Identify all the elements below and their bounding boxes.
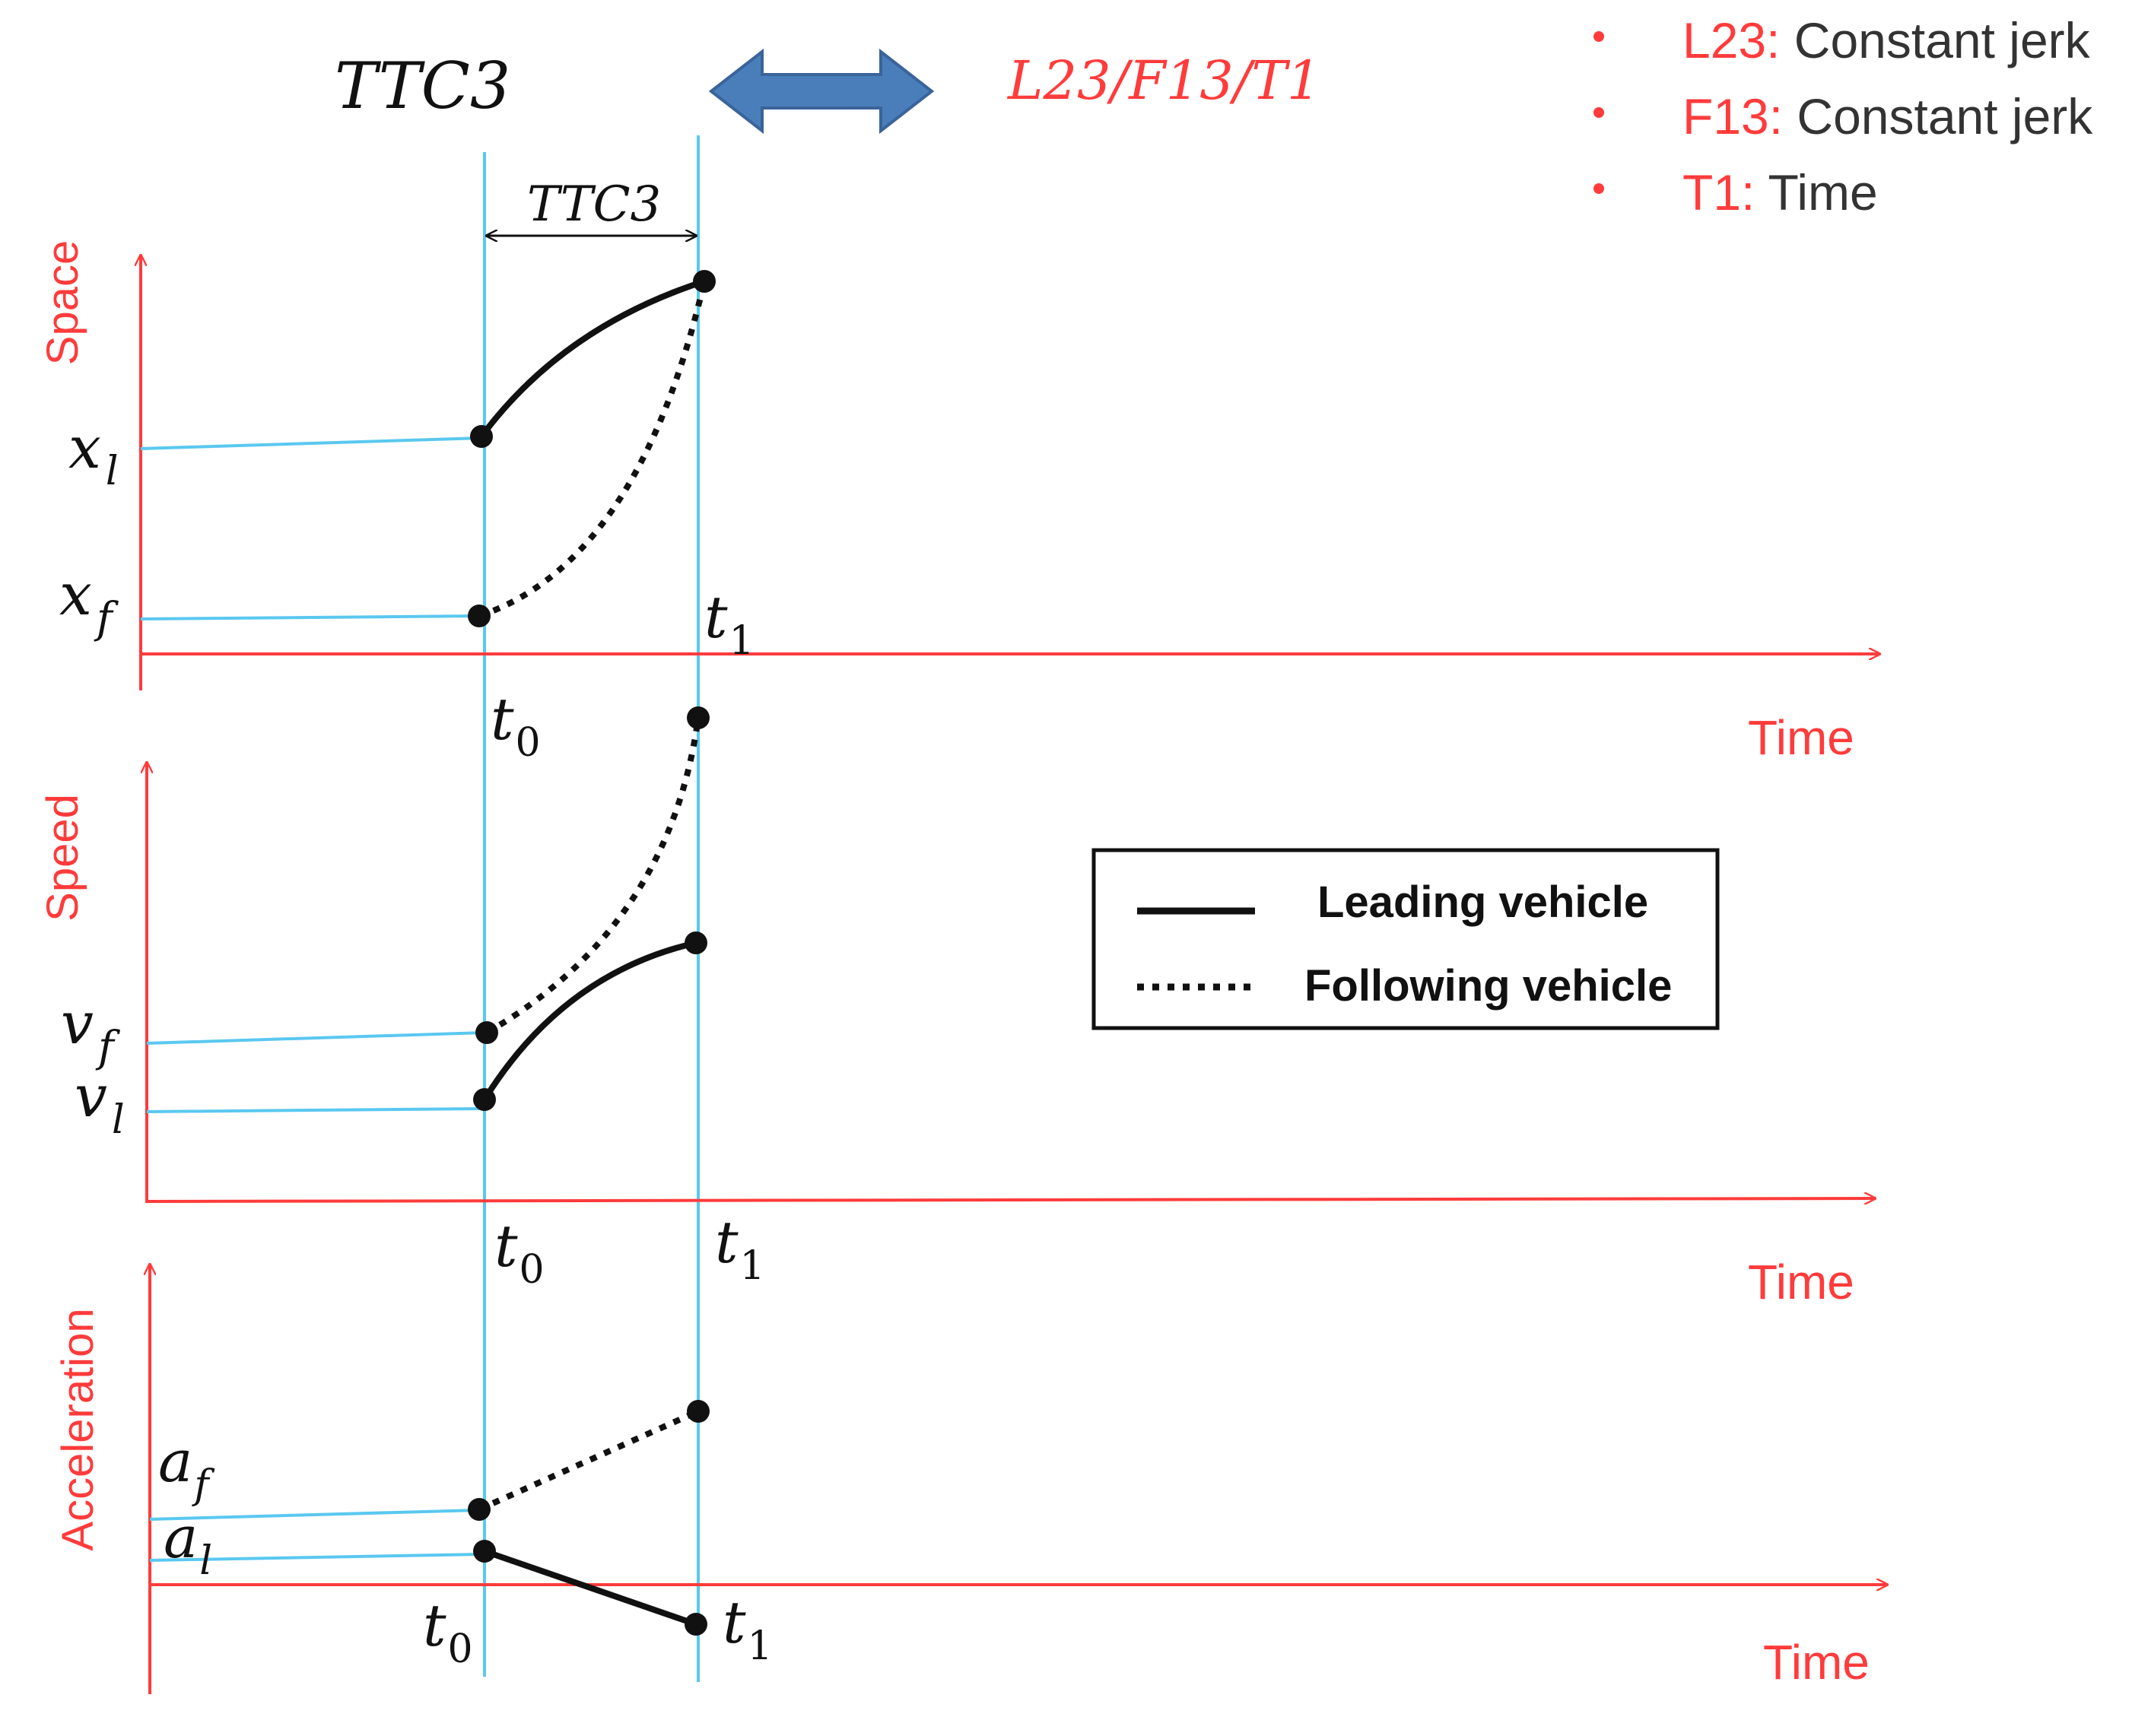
t1-sub: 1 [729, 618, 755, 664]
af-guide [149, 1509, 478, 1521]
xf-guide [140, 614, 478, 620]
note-item: L23: Constant jerk [1682, 12, 2091, 68]
note-sep: : [1769, 88, 1783, 144]
xl-sub: l [106, 449, 119, 494]
accel-leading-start-point [473, 1540, 496, 1563]
speed-following-end-point [687, 706, 710, 729]
note-item: T1: Time [1682, 164, 1878, 221]
t0-sub: 0 [516, 720, 541, 766]
note-sep: : [1741, 164, 1755, 221]
accel-following-end-point [687, 1400, 710, 1423]
bullet-icon [1593, 107, 1604, 118]
t0-base: t [491, 685, 514, 753]
xf-base: x [59, 560, 92, 628]
t1-sub: 1 [740, 1243, 765, 1289]
t0-base: t [494, 1212, 518, 1280]
space-leading-end-point [693, 270, 716, 293]
speed-leading-end-point [685, 931, 707, 954]
space-leading-start-point [470, 425, 493, 448]
speed-leading-curve [481, 940, 697, 1102]
note-text: Constant jerk [1783, 88, 2093, 144]
ttc3-interval-label: TTC3 [527, 176, 661, 233]
speed-axis-label: Speed [38, 794, 87, 922]
legend-leading-label: Leading vehicle [1317, 878, 1648, 927]
xl-guide [140, 436, 482, 450]
t1-base: t [715, 1208, 739, 1276]
xf-sub: f [94, 594, 119, 643]
speed-following-curve [485, 717, 701, 1036]
t0-sub: 0 [519, 1247, 545, 1293]
accel-t0-label: t0 [423, 1592, 473, 1672]
accel-time-label: Time [1763, 1635, 1870, 1690]
al-label: al [164, 1503, 212, 1584]
legend-following-label: Following vehicle [1304, 961, 1672, 1011]
t0-base: t [423, 1592, 446, 1659]
t1-sub: 1 [748, 1623, 773, 1669]
note-sep: : [1766, 12, 1780, 68]
scenario-label: L23/F13/T1 [1006, 49, 1321, 112]
space-time-label: Time [1748, 710, 1854, 765]
accel-panel: Acceleration Time af al t0 t1 [53, 1264, 1888, 1694]
note-code: F13 [1682, 88, 1769, 144]
speed-t0-label: t0 [494, 1212, 545, 1293]
vl-sub: l [112, 1097, 125, 1143]
t1-base: t [723, 1588, 746, 1656]
space-t1-label: t1 [704, 583, 755, 664]
al-sub: l [199, 1538, 212, 1584]
legend: Leading vehicle Following vehicle [1091, 848, 1720, 1030]
vf-base: v [61, 989, 94, 1057]
space-following-start-point [468, 605, 491, 627]
af-base: a [158, 1427, 192, 1495]
note-code: L23 [1682, 12, 1766, 68]
note-text: Constant jerk [1780, 12, 2090, 68]
accel-following-start-point [468, 1498, 491, 1521]
double-arrow-icon [708, 48, 935, 135]
accel-leading-end-point [685, 1613, 707, 1636]
al-base: a [164, 1503, 198, 1571]
note-text: Time [1755, 164, 1877, 221]
speed-time-label: Time [1748, 1255, 1854, 1309]
bullet-icon [1593, 31, 1604, 42]
legend-box [1091, 848, 1720, 1030]
vf-guide [146, 1031, 485, 1045]
note-item: F13: Constant jerk [1682, 88, 2093, 144]
af-sub: f [191, 1462, 214, 1508]
vl-base: v [75, 1062, 107, 1130]
accel-leading-line [483, 1548, 697, 1627]
vl-guide [146, 1107, 482, 1113]
speed-leading-start-point [473, 1088, 496, 1111]
speed-following-start-point [475, 1021, 498, 1044]
t1-base: t [704, 583, 728, 651]
al-guide [149, 1553, 482, 1562]
speed-time-axis [146, 1198, 1876, 1201]
af-label: af [158, 1427, 214, 1508]
accel-t1-label: t1 [723, 1588, 773, 1669]
speed-t1-label: t1 [715, 1208, 765, 1289]
note-code: T1 [1682, 164, 1741, 221]
bullet-icon [1593, 183, 1604, 194]
space-axis-label: Space [38, 240, 87, 365]
notes-list: L23: Constant jerk F13: Constant jerk T1… [1593, 12, 2093, 221]
t0-sub: 0 [448, 1627, 473, 1672]
space-t0-label: t0 [491, 685, 541, 766]
xl-base: x [68, 414, 101, 481]
ttc-title: TTC3 [335, 49, 510, 123]
accel-following-line [478, 1408, 700, 1512]
space-following-curve [478, 281, 707, 619]
accel-axis-label: Acceleration [53, 1308, 103, 1550]
space-leading-curve [478, 278, 706, 439]
